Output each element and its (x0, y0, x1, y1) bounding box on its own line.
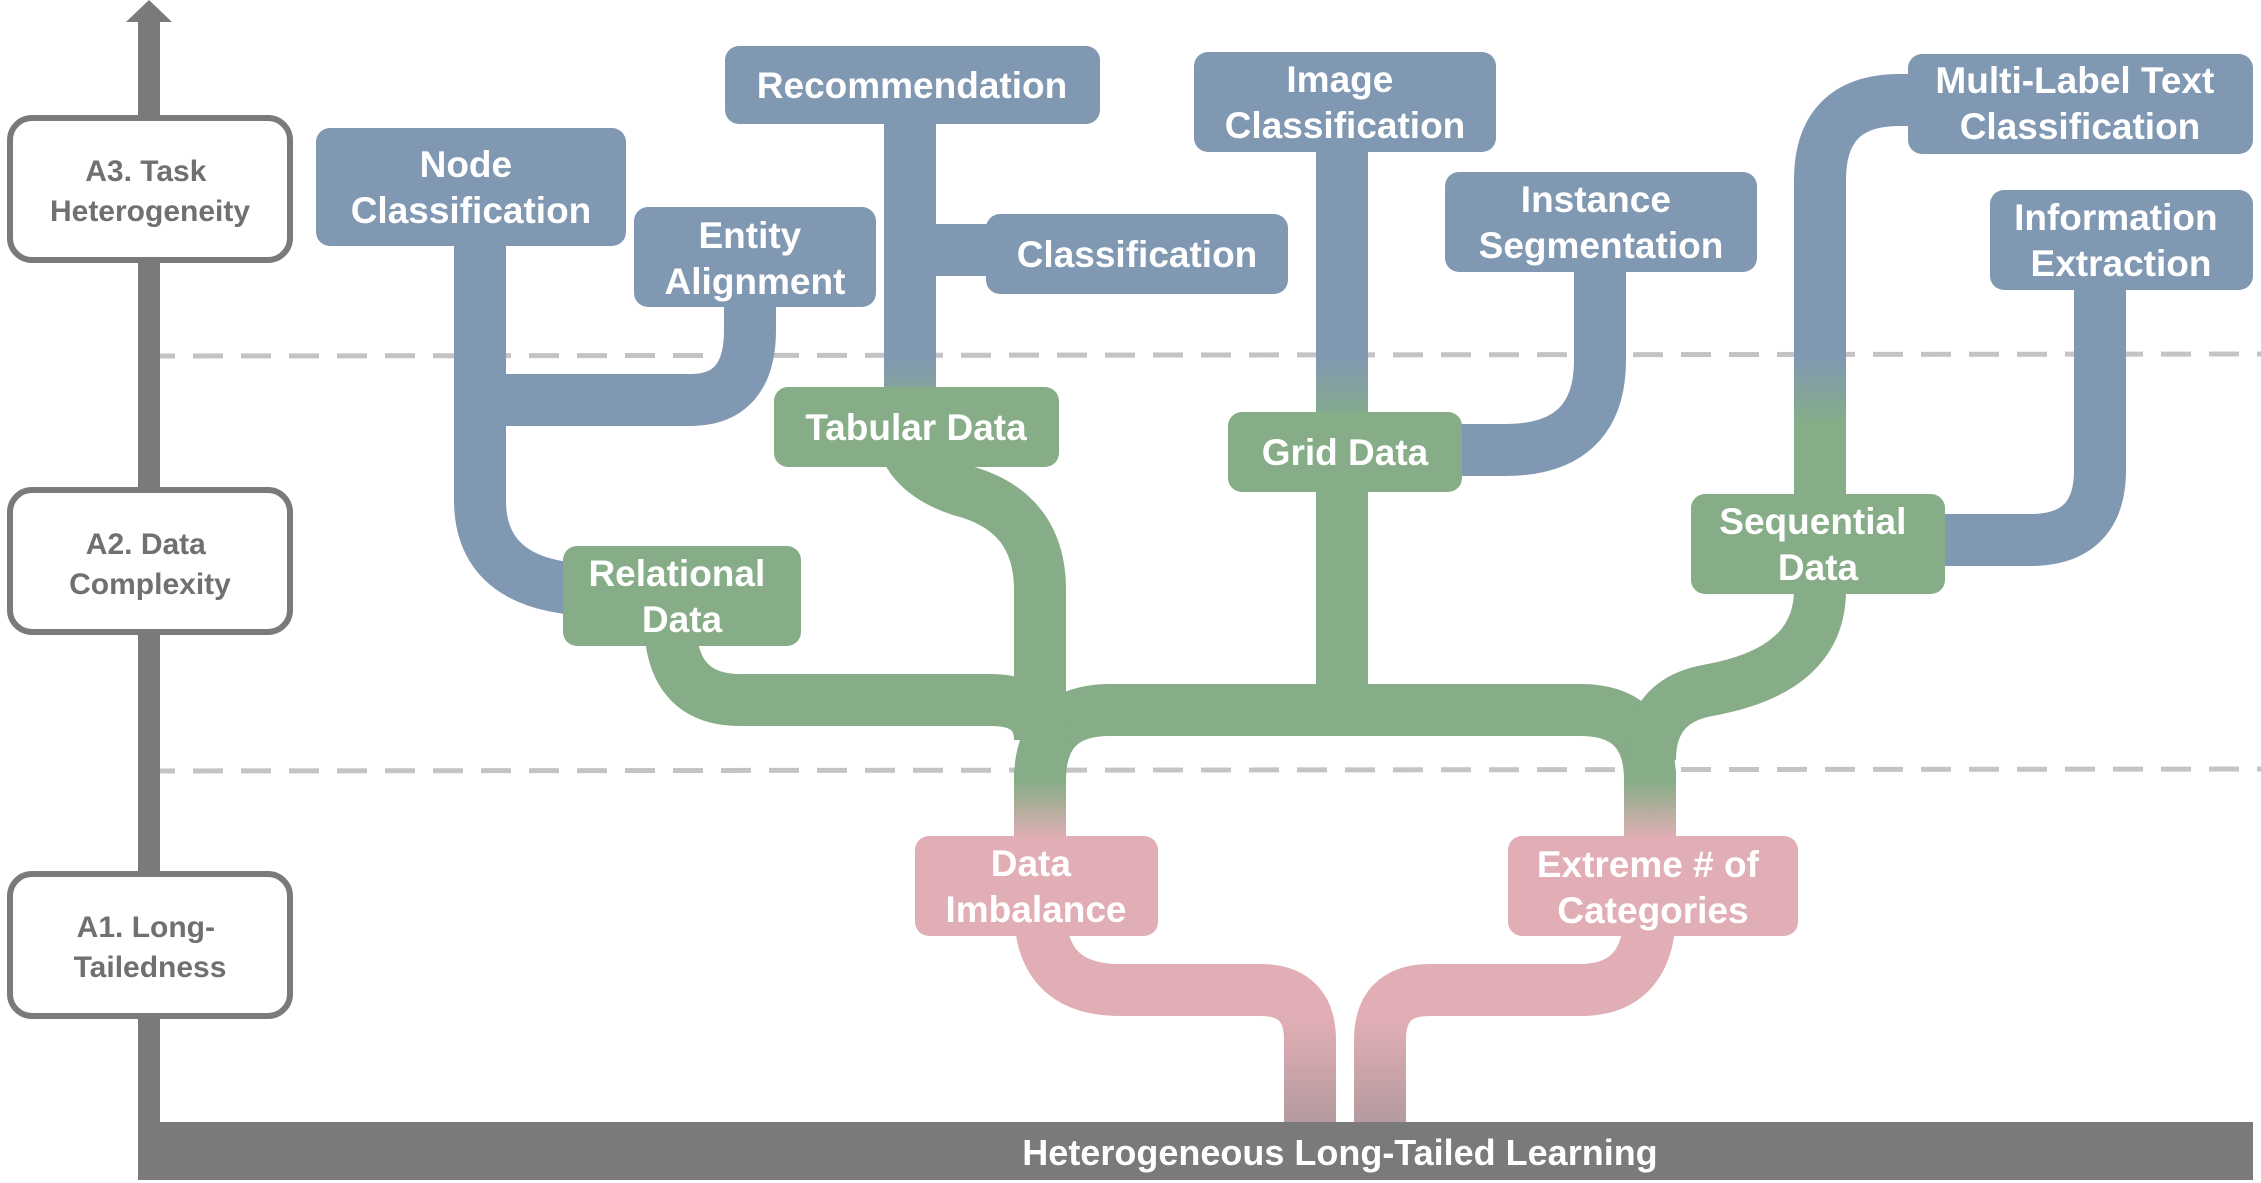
base-label: Heterogeneous Long-Tailed Learning (1022, 1132, 1657, 1173)
tree-branches (454, 74, 2126, 1125)
svg-text:Sequential Data: Sequential Data (1719, 501, 1916, 588)
svg-text:A1. Long- Tailedness: A1. Long- Tailedness (74, 911, 227, 984)
svg-text:Recommendation: Recommendation (757, 65, 1067, 106)
svg-text:A3. Task Heterogeneity: A3. Task Heterogeneity (50, 155, 250, 228)
svg-text:Entity Alignment: Entity Alignment (665, 215, 846, 302)
svg-text:Extreme # of Categories: Extreme # of Categories (1537, 844, 1769, 931)
svg-text:Multi-Label Text Classif: Multi-Label Text Classification (1935, 60, 2224, 147)
data-node-tabular: Tabular Data (774, 387, 1059, 467)
branch-sequential-information (1900, 280, 2126, 566)
svg-text:A2. Data Complexity: A2. Data Complexity (69, 528, 231, 601)
branch-grid-instance (1420, 260, 1626, 476)
axis-label-a2: A2. Data Complexity (7, 487, 293, 635)
data-node-relational: Relational Data (563, 546, 801, 646)
data-node-sequential: Sequential Data (1691, 494, 1945, 594)
base-bar: Heterogeneous Long-Tailed Learning (138, 1122, 2253, 1180)
svg-text:Tabular Data: Tabular Data (805, 407, 1027, 448)
task-node-entity-alignment: Entity Alignment (634, 207, 876, 307)
task-node-information-extraction: Information Extraction (1990, 190, 2253, 290)
branch-trunk-left (1014, 870, 1336, 1125)
task-node-classification: Classification (986, 214, 1288, 294)
task-node-image-classification: Image Classification (1194, 52, 1496, 152)
task-node-recommendation: Recommendation (725, 46, 1100, 124)
task-node-instance-segmentation: Instance Segmentation (1445, 172, 1757, 272)
task-node-node-classification: Node Classification (316, 128, 626, 246)
data-node-grid: Grid Data (1228, 412, 1462, 492)
tail-node-imbalance: Data Imbalance (915, 836, 1158, 936)
svg-text:Data Imbalance: Data Imbalance (946, 843, 1127, 930)
branch-sequential-multilabel (1794, 74, 1935, 560)
axis-arrowhead-icon (126, 0, 172, 22)
branch-relational-entity (480, 290, 776, 426)
svg-text:Classification: Classification (1017, 234, 1258, 275)
tail-node-extreme: Extreme # of Categories (1508, 836, 1798, 936)
svg-text:Image Classification: Image Classification (1225, 59, 1466, 146)
svg-text:Relational Data: Relational Data (588, 553, 775, 640)
branch-sequential-link (1624, 560, 1846, 762)
svg-text:Information Extraction: Information Extraction (2014, 197, 2228, 284)
svg-text:Instance Segmentation: Instance Segmentation (1479, 179, 1724, 266)
axis-label-a3: A3. Task Heterogeneity (7, 115, 293, 263)
svg-text:Node Classification: Node Classification (351, 144, 592, 231)
branch-trunk-right (1354, 870, 1676, 1125)
axis-label-a1: A1. Long- Tailedness (7, 871, 293, 1019)
separator-a2-a1 (144, 766, 2261, 774)
svg-text:Grid Data: Grid Data (1262, 432, 1429, 473)
task-node-multi-label-text: Multi-Label Text Classification (1908, 54, 2253, 154)
